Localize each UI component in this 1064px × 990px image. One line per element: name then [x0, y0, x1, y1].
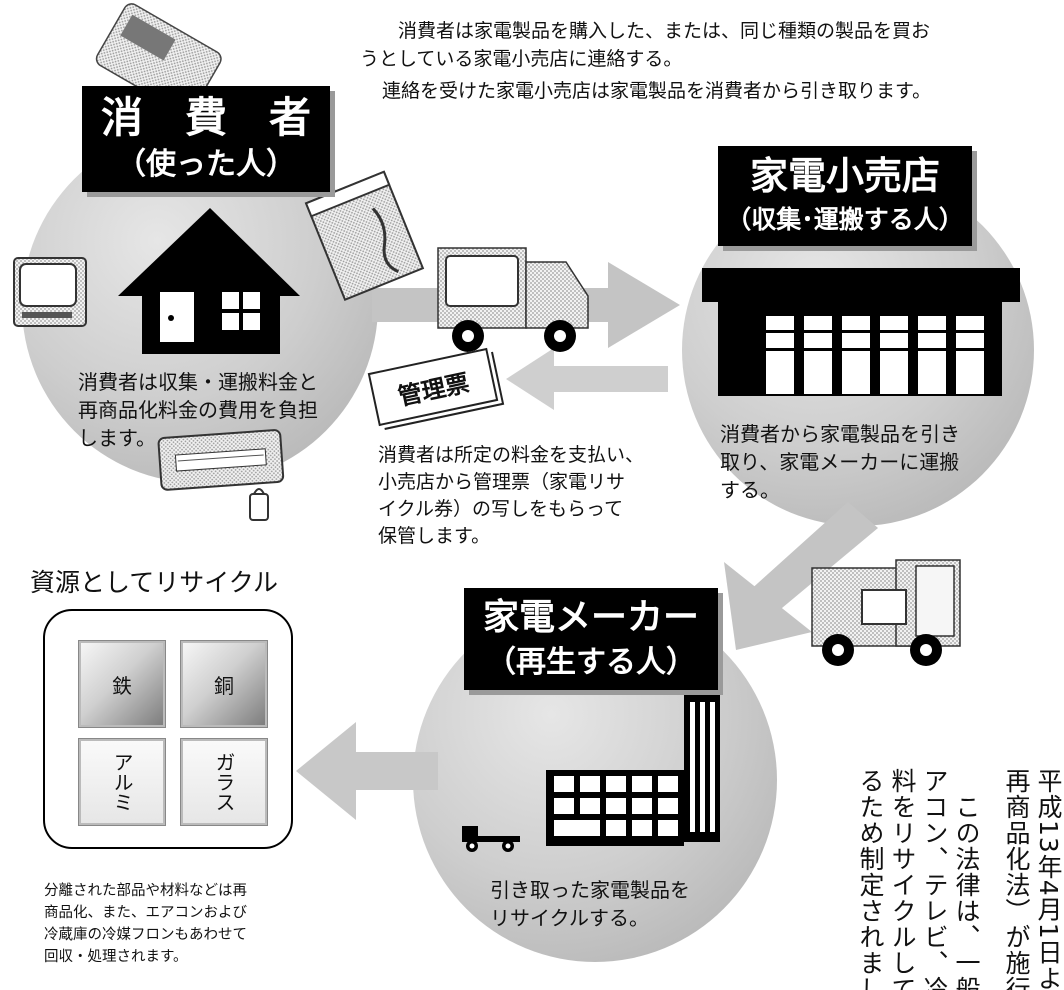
ticket-caption: 消費者は所定の料金を支払い、 小売店から管理票（家電リサ イクル券）の写しをもら… — [378, 444, 645, 547]
truck-icon-middle — [437, 247, 589, 352]
intro-text-line2: うとしている家電小売店に連絡する。 — [360, 48, 683, 70]
maker-subtitle: （再生する人） — [486, 645, 696, 680]
retailer-title: 家電小売店 — [749, 154, 940, 198]
maker-title: 家電メーカー — [482, 597, 699, 638]
ticket-label: 管理票 — [395, 368, 472, 411]
air-conditioner-icon — [157, 429, 285, 491]
law-vertical-text: 平成13年4月1日よ 再商品化法）が施行さ この法律は、一般家 アコン、テレビ、… — [808, 768, 1064, 990]
recycle-caption: 分離された部品や材料などは再 商品化、また、エアコンおよび 冷蔵庫の冷媒フロンも… — [44, 883, 247, 965]
material-copper: 銅 — [180, 640, 268, 728]
law-line-3: この法律は、一般家 — [952, 794, 981, 990]
retailer-label: 家電小売店 （収集･運搬する人） — [718, 146, 972, 246]
remote-icon — [249, 488, 269, 521]
washing-machine-icon — [304, 170, 425, 301]
arrow-to-maker — [724, 502, 878, 650]
law-line-2: 再商品化法）が施行さ — [1002, 768, 1031, 990]
factory-icon — [546, 692, 720, 846]
law-line-1: 平成13年4月1日よ — [1034, 768, 1063, 990]
law-line-5: 料をリサイクルして廃 — [888, 768, 917, 990]
maker-label: 家電メーカー （再生する人） — [464, 588, 718, 690]
consumer-label: 消 費 者 （使った人） — [82, 86, 330, 192]
material-iron: 鉄 — [78, 640, 166, 728]
retailer-caption: 消費者から家電製品を引き 取り、家電メーカーに運搬 する。 — [720, 422, 960, 502]
arrow-to-recycle — [296, 722, 438, 820]
maker-caption: 引き取った家電製品を リサイクルする。 — [490, 878, 690, 930]
tv-icon-left — [13, 257, 87, 327]
law-line-6: るため制定されました — [856, 768, 885, 990]
law-line-4: アコン、テレビ、冷蔵 — [920, 768, 949, 990]
consumer-title: 消 費 者 — [100, 93, 311, 142]
truck-icon-right — [811, 559, 961, 666]
small-truck-icon — [462, 826, 520, 852]
intro-text-line1: 消費者は家電製品を購入した、または、同じ種類の製品を買お — [398, 20, 931, 42]
material-glass: ガラス — [180, 738, 268, 826]
retailer-subtitle: （収集･運搬する人） — [726, 205, 964, 234]
store-icon — [702, 268, 1020, 396]
house-icon — [118, 208, 300, 354]
consumer-caption: 消費者は収集・運搬料金と 再商品化料金の費用を負担 します。 — [78, 370, 318, 450]
arrow-to-consumer — [506, 348, 668, 410]
consumer-subtitle: （使った人） — [116, 147, 296, 182]
intro-text-line3: 連絡を受けた家電小売店は家電製品を消費者から引き取ります。 — [382, 80, 932, 102]
recycle-title: 資源としてリサイクル — [30, 568, 279, 597]
material-aluminum: アルミ — [78, 738, 166, 826]
